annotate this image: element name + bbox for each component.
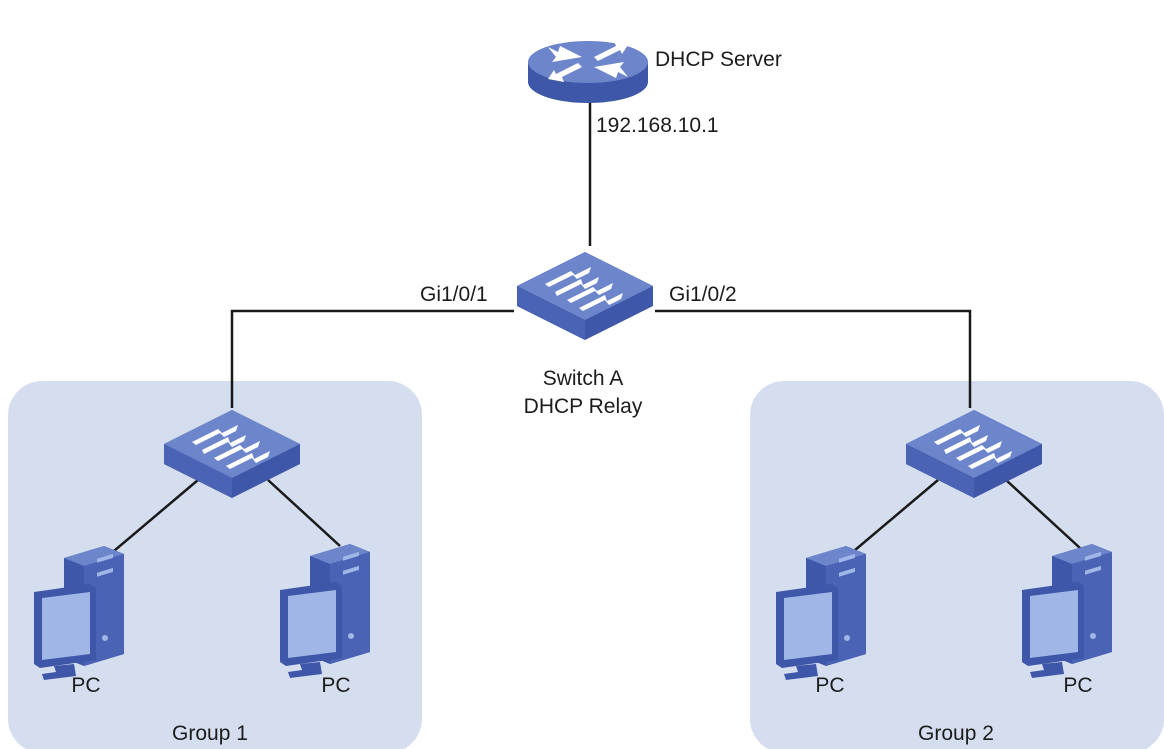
switch-a-icon — [517, 252, 653, 340]
switch-a-name: Switch A — [543, 367, 624, 390]
link-switch-group2 — [655, 309, 972, 408]
group-2-label: Group 2 — [918, 722, 994, 745]
router-icon — [528, 41, 648, 103]
port-right-label: Gi1/0/2 — [669, 283, 737, 306]
switch-a-role: DHCP Relay — [524, 395, 643, 418]
link-g2-pc1 — [847, 479, 939, 557]
group-1-pc-2-label: PC — [321, 674, 350, 697]
link-switch-group1 — [230, 309, 514, 408]
group-1-pc-1-label: PC — [71, 674, 100, 697]
server-label: DHCP Server — [655, 48, 782, 71]
link-g1-pc2 — [267, 479, 341, 547]
server-ip-label: 192.168.10.1 — [596, 114, 719, 137]
group-2-pc-1-label: PC — [815, 674, 844, 697]
link-g2-pc2 — [1005, 479, 1081, 549]
group-1-label: Group 1 — [172, 722, 248, 745]
port-left-label: Gi1/0/1 — [420, 283, 488, 306]
link-g1-pc1 — [107, 479, 199, 557]
group-2-pc-2-label: PC — [1063, 674, 1092, 697]
links — [107, 102, 1081, 557]
